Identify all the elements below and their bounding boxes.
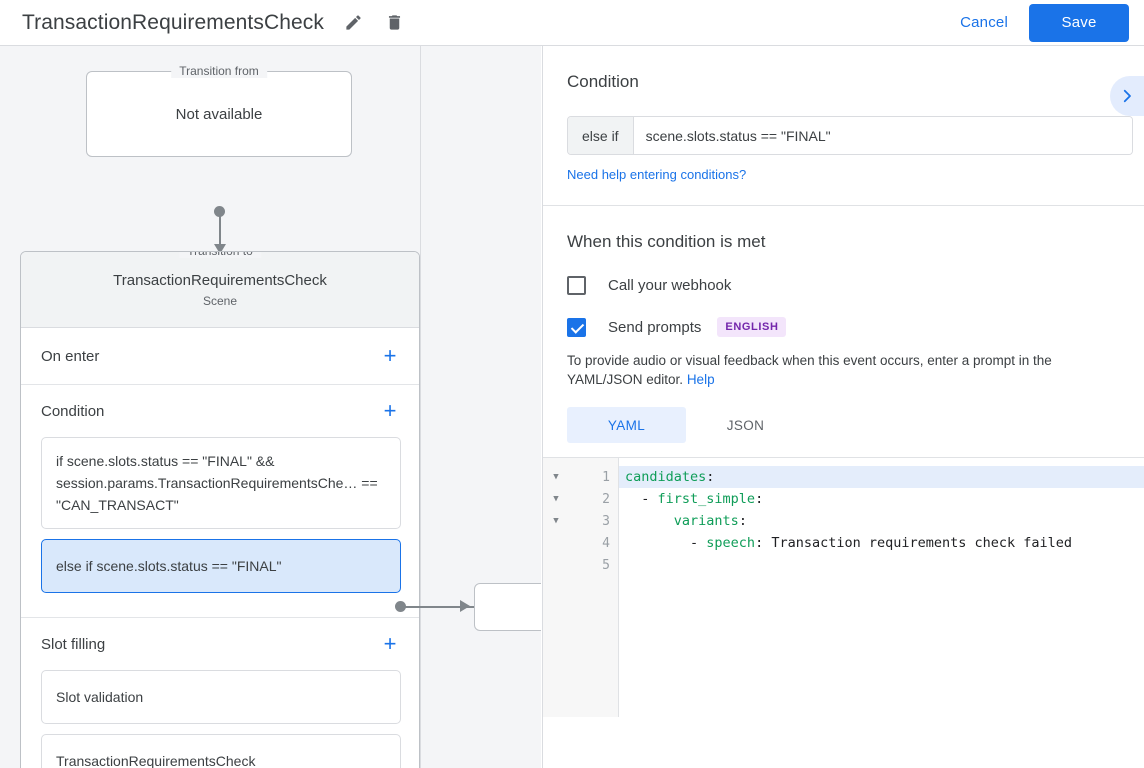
code-value: :	[706, 469, 715, 485]
trash-icon[interactable]	[381, 10, 407, 36]
fold-triangle-icon[interactable]: ▼	[553, 472, 559, 482]
panel-divider	[543, 205, 1144, 206]
canvas-divider	[420, 46, 421, 768]
scene-header: TransactionRequirementsCheck Scene	[21, 252, 419, 328]
condition-expression-input[interactable]	[633, 117, 1132, 154]
section-slot-filling-label: Slot filling	[41, 635, 106, 653]
code-key: variants	[673, 513, 739, 529]
panel-when-met-title: When this condition is met	[567, 232, 766, 251]
editor-tabs: YAML JSON	[567, 407, 1120, 443]
editor-code-line[interactable]: variants:	[619, 510, 1144, 532]
condition-help-link[interactable]: Need help entering conditions?	[567, 167, 747, 182]
section-on-enter-label: On enter	[41, 347, 100, 365]
send-prompts-label: Send prompts	[608, 318, 702, 336]
section-condition-label: Condition	[41, 402, 105, 420]
transition-from-box: Transition from Not available	[86, 64, 352, 157]
code-key: speech	[706, 535, 756, 551]
editor-code-line[interactable]: - first_simple:	[619, 488, 1144, 510]
page-title: TransactionRequirementsCheck	[22, 10, 324, 34]
tab-yaml[interactable]: YAML	[567, 407, 686, 443]
scene-type: Scene	[202, 293, 238, 308]
panel-condition-section: Condition else if Need help entering con…	[543, 46, 1144, 206]
condition-input-group: else if	[567, 116, 1133, 155]
prompts-hint: To provide audio or visual feedback when…	[567, 351, 1120, 389]
add-condition-button[interactable]: +	[383, 398, 397, 423]
language-badge: ENGLISH	[717, 317, 787, 337]
add-slot-filling-button[interactable]: +	[383, 631, 397, 656]
page-header: TransactionRequirementsCheck Cancel Save	[0, 0, 1144, 46]
connector-arrow-icon	[214, 244, 226, 254]
section-slot-filling: Slot filling + Slot validation Transacti…	[21, 618, 419, 768]
editor-code-line[interactable]: candidates:	[619, 466, 1144, 488]
code-value: :	[738, 513, 747, 529]
code-indent	[625, 513, 674, 529]
editor-code-line[interactable]: - speech: Transaction requirements check…	[619, 532, 1144, 554]
condition-output-dot	[395, 601, 406, 612]
transition-from-legend: Transition from	[171, 64, 267, 78]
code-value: :	[755, 491, 764, 507]
cancel-button[interactable]: Cancel	[948, 6, 1020, 39]
condition-output-line	[404, 606, 478, 608]
section-condition-header: Condition +	[21, 385, 419, 437]
section-condition: Condition + if scene.slots.status == "FI…	[21, 385, 419, 618]
editor-code-line[interactable]	[619, 554, 1144, 576]
editor-code-area[interactable]: candidates: - first_simple: variants: - …	[619, 458, 1144, 717]
slot-item-slot-validation[interactable]: Slot validation	[41, 670, 401, 724]
prompts-hint-text: To provide audio or visual feedback when…	[567, 353, 1052, 387]
code-indent: -	[625, 491, 658, 507]
pencil-icon[interactable]	[340, 10, 366, 36]
editor-line-number: 1	[602, 469, 610, 485]
transition-to-legend: Transition to	[179, 252, 261, 258]
editor-line-number: 2	[602, 491, 610, 507]
editor-gutter-row: ▼2	[543, 488, 618, 510]
flow-canvas: Transition from Not available Transition…	[0, 46, 541, 768]
transition-from-value: Not available	[175, 105, 263, 123]
code-value: : Transaction requirements check failed	[755, 535, 1073, 551]
condition-prefix-label: else if	[568, 117, 634, 154]
scene-name: TransactionRequirementsCheck	[113, 271, 327, 289]
condition-output-arrow-icon	[460, 600, 470, 612]
transition-to-card: Transition to TransactionRequirementsChe…	[20, 251, 420, 768]
detail-panel: Condition else if Need help entering con…	[542, 46, 1144, 768]
editor-gutter-row: ▼1	[543, 466, 618, 488]
editor-gutter-row: ▼3	[543, 510, 618, 532]
section-on-enter: On enter +	[21, 328, 419, 385]
save-button[interactable]: Save	[1029, 3, 1129, 42]
editor-gutter: ▼1▼2▼3▼4▼5	[543, 458, 619, 717]
call-webhook-checkbox[interactable]	[567, 276, 586, 295]
slot-item-transaction-requirements-check[interactable]: TransactionRequirementsCheck	[41, 734, 401, 768]
panel-condition-title: Condition	[567, 72, 639, 91]
panel-when-met-section: When this condition is met Call your web…	[543, 206, 1144, 717]
condition-item-else-if[interactable]: else if scene.slots.status == "FINAL"	[41, 539, 401, 593]
editor-line-number: 5	[602, 557, 610, 573]
webhook-row[interactable]: Call your webhook	[567, 276, 1120, 295]
add-on-enter-button[interactable]: +	[383, 343, 397, 368]
code-key: candidates	[625, 469, 707, 485]
code-editor[interactable]: ▼1▼2▼3▼4▼5 candidates: - first_simple: v…	[543, 457, 1144, 717]
tab-json[interactable]: JSON	[726, 417, 765, 433]
condition-item-if[interactable]: if scene.slots.status == "FINAL" && sess…	[41, 437, 401, 529]
editor-gutter-row: ▼5	[543, 554, 618, 576]
chevron-right-icon[interactable]	[1110, 76, 1144, 116]
call-webhook-label: Call your webhook	[608, 277, 732, 294]
fold-triangle-icon[interactable]: ▼	[553, 494, 559, 504]
code-indent: -	[625, 535, 707, 551]
editor-gutter-row: ▼4	[543, 532, 618, 554]
next-node-card[interactable]	[474, 583, 541, 631]
section-slot-filling-header: Slot filling +	[21, 618, 419, 670]
send-prompts-checkbox[interactable]	[567, 317, 586, 337]
fold-triangle-icon[interactable]: ▼	[553, 516, 559, 526]
editor-line-number: 4	[602, 535, 610, 551]
prompts-help-link[interactable]: Help	[686, 372, 715, 387]
connector-line	[219, 211, 221, 251]
editor-line-number: 3	[602, 513, 610, 529]
code-key: first_simple	[657, 491, 756, 507]
send-prompts-row[interactable]: Send prompts ENGLISH	[567, 317, 1120, 337]
